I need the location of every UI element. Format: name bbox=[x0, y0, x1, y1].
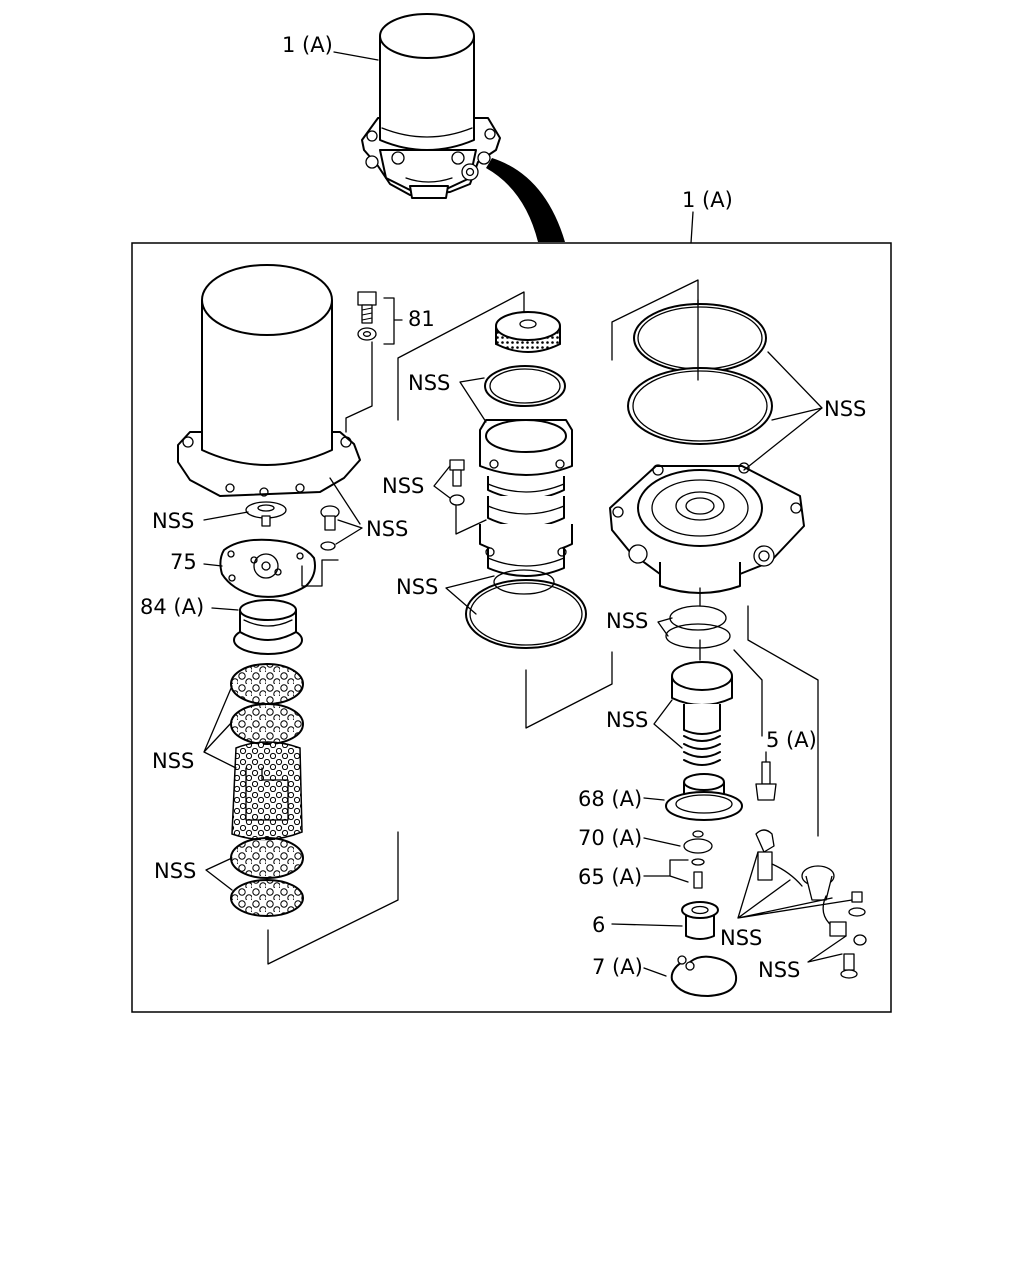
label-part-1-box: 1 (A) bbox=[682, 188, 733, 212]
label-nss-check-valve: NSS bbox=[152, 509, 194, 533]
label-nss-heater-parts: NSS bbox=[720, 926, 762, 950]
top-air-dryer-assembly bbox=[333, 13, 565, 242]
label-nss-screw: NSS bbox=[366, 517, 408, 541]
label-part-7: 7 (A) bbox=[592, 955, 643, 979]
label-nss-small-oring: NSS bbox=[606, 609, 648, 633]
perforated-disc bbox=[230, 703, 304, 745]
label-part-68: 68 (A) bbox=[578, 787, 642, 811]
left-column-parts bbox=[177, 264, 403, 965]
label-part-65: 65 (A) bbox=[578, 865, 642, 889]
right-column-parts bbox=[609, 279, 867, 997]
label-part-1-top: 1 (A) bbox=[282, 33, 333, 57]
label-part-70: 70 (A) bbox=[578, 826, 642, 850]
perforated-disc bbox=[230, 837, 304, 879]
label-nss-orings-right: NSS bbox=[824, 397, 866, 421]
label-nss-bolt: NSS bbox=[382, 474, 424, 498]
desiccant-beads bbox=[231, 741, 303, 841]
label-nss-piston-spring: NSS bbox=[606, 708, 648, 732]
label-part-81: 81 bbox=[408, 307, 435, 331]
label-nss-screws: NSS bbox=[758, 958, 800, 982]
label-nss-discs-upper: NSS bbox=[152, 749, 194, 773]
middle-column-parts bbox=[397, 291, 613, 729]
label-part-5: 5 (A) bbox=[766, 728, 817, 752]
label-part-84: 84 (A) bbox=[140, 595, 204, 619]
perforated-disc bbox=[230, 663, 304, 705]
label-nss-orings: NSS bbox=[396, 575, 438, 599]
label-nss-discs-lower: NSS bbox=[154, 859, 196, 883]
label-part-6: 6 bbox=[592, 913, 605, 937]
label-nss-cap: NSS bbox=[408, 371, 450, 395]
label-part-75: 75 bbox=[170, 550, 197, 574]
perforated-disc bbox=[230, 879, 304, 917]
detail-frame bbox=[131, 242, 892, 1013]
